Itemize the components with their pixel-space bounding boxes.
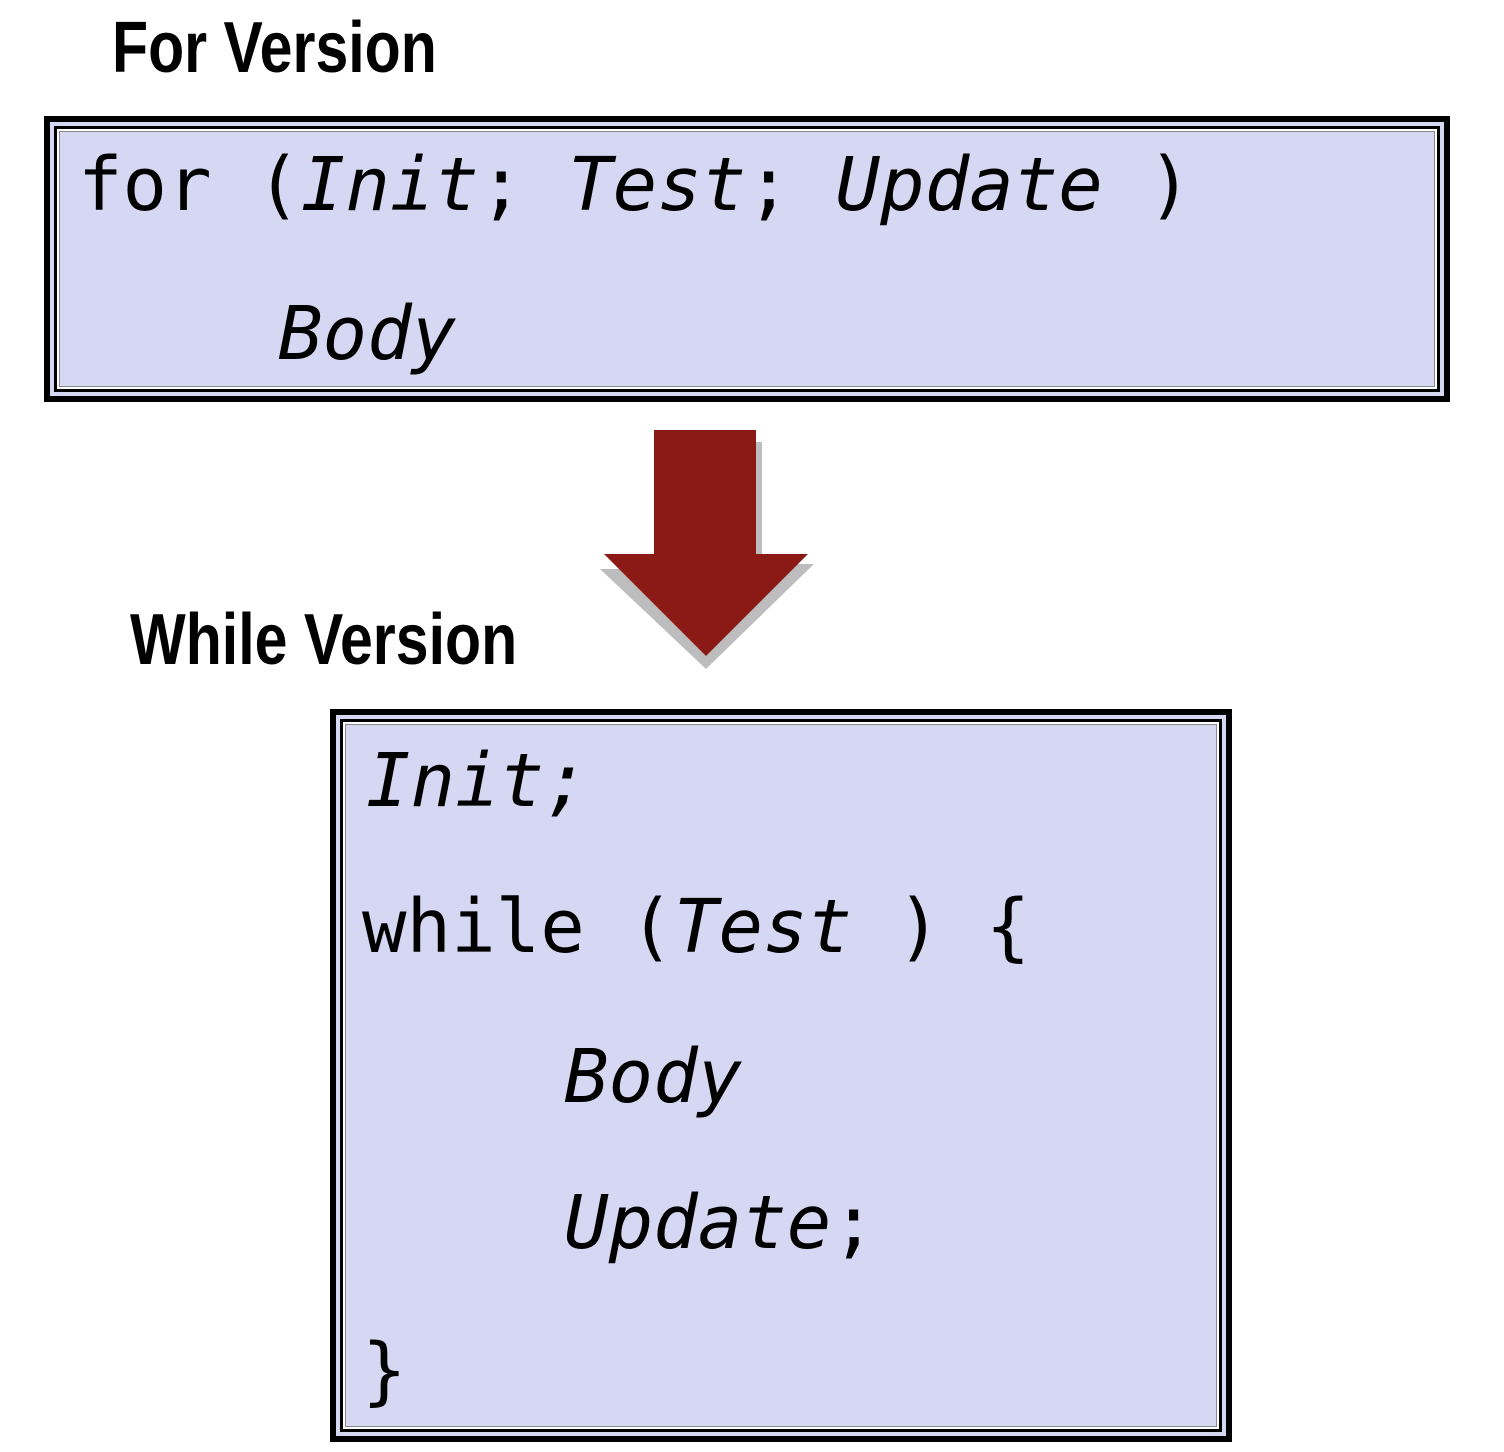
body-placeholder: Body [278,291,457,377]
semicolon: ; [479,142,524,228]
init-placeholder: Init [366,738,545,824]
while-close-line: } [362,1334,407,1408]
semicolon: ; [831,1180,876,1266]
code-box-inner-border [54,126,1440,392]
for-loop-header-line: for (Init; Test; Update ) [78,148,1192,222]
close-paren: ) [1147,142,1192,228]
for-keyword: for [78,142,212,228]
init-placeholder: Init [300,142,479,228]
down-arrow-icon [600,430,814,669]
while-body-line: Body [564,1040,742,1114]
while-keyword: while [362,884,585,970]
arrow-shape [604,430,808,656]
code-box-inner-border [340,719,1222,1432]
while-header-line: while (Test ) { [362,890,1030,964]
close-brace: } [362,1328,407,1414]
for-version-code-box [44,116,1450,402]
close-paren: ) [896,884,942,970]
for-version-heading: For Version [112,8,437,88]
open-paren: ( [629,884,674,970]
while-version-heading: While Version [130,600,518,680]
test-placeholder: Test [673,884,853,970]
while-init-line: Init; [366,744,589,818]
semicolon: ; [746,142,791,228]
body-placeholder: Body [564,1034,743,1120]
semicolon: ; [544,738,589,824]
while-update-line: Update; [564,1186,876,1260]
while-version-code-box [330,709,1232,1442]
update-placeholder: Update [564,1180,832,1266]
open-brace: { [985,884,1031,970]
update-placeholder: Update [835,142,1103,228]
test-placeholder: Test [568,142,747,228]
for-loop-body-line: Body [278,297,456,371]
open-paren: ( [256,142,301,228]
